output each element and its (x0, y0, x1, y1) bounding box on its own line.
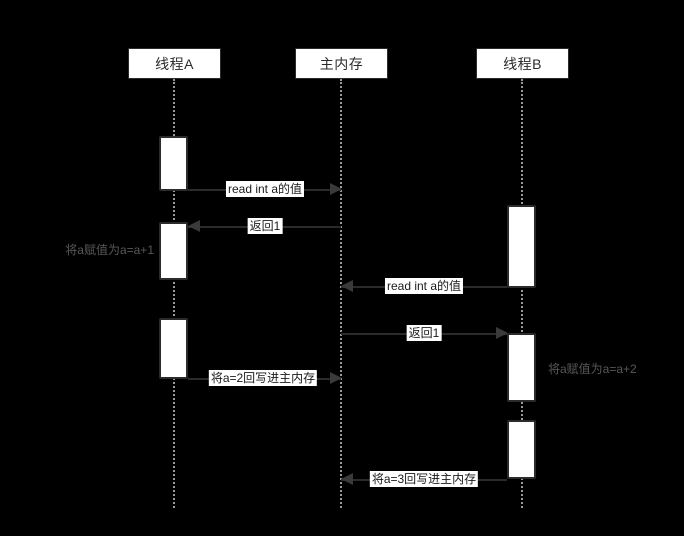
message-label-6: 将a=3回写进主内存 (369, 471, 479, 487)
message-label-4: 返回1 (406, 325, 442, 341)
activation-bar-thread-b-2 (507, 333, 536, 402)
message-arrow-head-6 (341, 473, 353, 485)
message-label-2: 返回1 (247, 218, 283, 234)
participant-thread-b[interactable]: 线程B (476, 48, 569, 79)
participant-main-memory-label: 主内存 (319, 55, 364, 72)
lifeline-main-memory (340, 79, 342, 508)
message-arrow-head-4 (496, 327, 508, 339)
participant-thread-a[interactable]: 线程A (128, 48, 221, 79)
lifeline-thread-a (173, 79, 175, 508)
participant-main-memory[interactable]: 主内存 (295, 48, 388, 79)
activation-bar-thread-b-3 (507, 420, 536, 479)
message-arrow-head-5 (330, 372, 342, 384)
activation-bar-thread-b-1 (507, 205, 536, 288)
participant-thread-b-label: 线程B (503, 55, 542, 72)
message-arrow-head-2 (188, 220, 200, 232)
message-arrow-head-1 (330, 183, 342, 195)
message-label-3: read int a的值 (384, 278, 464, 294)
lifeline-thread-b (521, 79, 523, 508)
activation-bar-thread-a-3 (159, 318, 188, 379)
note-thread-a-assignment: 将a赋值为a=a+1 (65, 243, 154, 257)
participant-thread-a-label: 线程A (155, 55, 194, 72)
activation-bar-thread-a-1 (159, 136, 188, 191)
activation-bar-thread-a-2 (159, 222, 188, 280)
message-label-1: read int a的值 (225, 181, 305, 197)
message-label-5: 将a=2回写进主内存 (208, 370, 318, 386)
note-thread-b-assignment: 将a赋值为a=a+2 (548, 362, 637, 376)
message-arrow-head-3 (341, 280, 353, 292)
